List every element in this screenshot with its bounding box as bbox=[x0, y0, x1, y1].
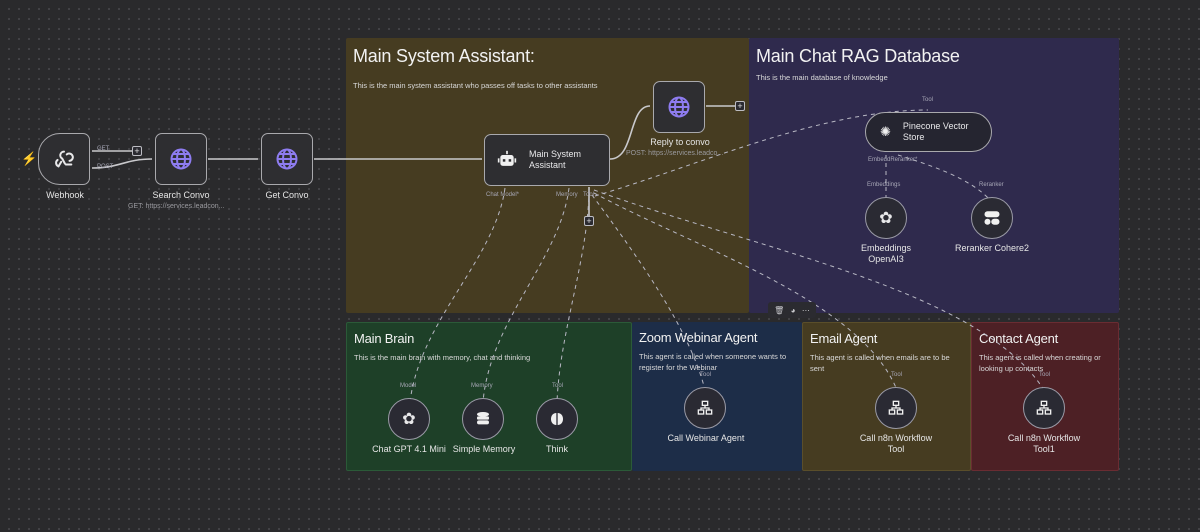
port-tool-label: Tool bbox=[891, 372, 903, 378]
openai-icon: ✿ bbox=[879, 210, 893, 227]
node-reply-subtitle: POST: https://services.leadco... bbox=[626, 150, 724, 157]
node-search-convo-label: Search Convo bbox=[152, 190, 210, 200]
globe-icon bbox=[276, 148, 298, 170]
port-embeddings-label: Embeddings bbox=[867, 182, 901, 188]
node-n8n-tool1-label: Call n8n Workflow Tool1 bbox=[994, 433, 1094, 455]
sticky-title: Main System Assistant: bbox=[353, 46, 535, 66]
port-tool-label: Tool bbox=[1039, 372, 1051, 378]
node-webhook[interactable] bbox=[38, 133, 90, 185]
node-main-system-assistant[interactable]: Main System Assistant bbox=[484, 134, 610, 186]
sticky-description: This is the main database of knowledge bbox=[756, 73, 888, 82]
delete-icon[interactable]: 🗑 bbox=[774, 305, 785, 315]
node-get-convo-label: Get Convo bbox=[265, 190, 309, 200]
trigger-bolt-icon: ⚡ bbox=[21, 151, 38, 166]
node-pinecone-label-2: Store bbox=[902, 132, 925, 142]
sticky-description: This is the main brain with memory, chat… bbox=[354, 353, 531, 362]
add-node-button[interactable]: + bbox=[735, 101, 745, 111]
node-call-webinar-agent[interactable] bbox=[684, 387, 726, 429]
sticky-toolbar: 🗑 ◕ ⋯ bbox=[768, 302, 816, 318]
cohere-icon bbox=[984, 211, 1000, 225]
port-tool-label: Tool bbox=[552, 383, 564, 389]
node-reply-label: Reply to convo bbox=[650, 137, 710, 147]
node-embeddings-openai[interactable]: ✿ bbox=[865, 197, 907, 239]
globe-icon bbox=[668, 96, 690, 118]
node-pinecone-label-1: Pinecone Vector bbox=[902, 121, 969, 131]
node-main-assistant-label-1: Main System bbox=[529, 149, 582, 159]
sticky-title: Email Agent bbox=[810, 331, 878, 346]
robot-icon bbox=[497, 150, 517, 166]
openai-icon: ✿ bbox=[402, 411, 416, 428]
webhook-icon bbox=[55, 150, 74, 168]
node-webhook-label: Webhook bbox=[46, 190, 84, 200]
node-get-convo[interactable] bbox=[261, 133, 313, 185]
node-memory-label: Simple Memory bbox=[452, 444, 516, 454]
node-reranker-label: Reranker Cohere2 bbox=[954, 243, 1030, 253]
node-search-convo-subtitle: GET: https://services.leadcon... bbox=[128, 203, 225, 210]
node-embeddings-label: Embeddings OpenAI3 bbox=[846, 243, 926, 265]
sticky-description: This agent is called when someone wants … bbox=[639, 352, 787, 372]
node-think-label: Think bbox=[545, 444, 568, 454]
label-line: Tool bbox=[887, 444, 905, 454]
node-search-convo[interactable] bbox=[155, 133, 207, 185]
port-memory-label: Memory bbox=[556, 192, 578, 198]
port-post-label: POST bbox=[97, 164, 114, 170]
node-chatgpt[interactable]: ✿ bbox=[388, 398, 430, 440]
node-main-assistant-label-2: Assistant bbox=[529, 160, 566, 170]
label-line: Embeddings bbox=[860, 243, 912, 253]
workflow-icon bbox=[888, 400, 904, 415]
node-reply-to-convo[interactable] bbox=[653, 81, 705, 133]
more-options-icon[interactable]: ⋯ bbox=[801, 305, 810, 315]
node-call-n8n-workflow-tool1[interactable] bbox=[1023, 387, 1065, 429]
label-line: Tool1 bbox=[1033, 444, 1055, 454]
node-pinecone-vector-store[interactable]: ✺ Pinecone Vector Store bbox=[865, 112, 992, 152]
port-model-label: Model bbox=[400, 383, 417, 389]
database-icon bbox=[477, 412, 489, 425]
port-reranker-label: Reranker bbox=[979, 182, 1004, 188]
port-get-label: GET bbox=[97, 146, 110, 152]
port-memory-label: Memory bbox=[471, 383, 493, 389]
port-embed-reranker-label: EmbeddReranker* bbox=[868, 157, 918, 163]
workflow-icon bbox=[1036, 400, 1052, 415]
node-simple-memory[interactable] bbox=[462, 398, 504, 440]
node-chatgpt-label: Chat GPT 4.1 Mini bbox=[372, 444, 446, 454]
globe-icon bbox=[170, 148, 192, 170]
node-reranker-cohere[interactable] bbox=[971, 197, 1013, 239]
pinecone-icon: ✺ bbox=[880, 124, 891, 139]
sticky-description: This is the main system assistant who pa… bbox=[353, 81, 598, 90]
port-chat-model-label: Chat Model* bbox=[486, 192, 520, 198]
sticky-title: Contact Agent bbox=[979, 331, 1059, 346]
node-think[interactable] bbox=[536, 398, 578, 440]
sticky-title: Main Brain bbox=[354, 331, 415, 346]
sticky-title: Main Chat RAG Database bbox=[756, 46, 960, 66]
node-webinar-label: Call Webinar Agent bbox=[667, 433, 745, 443]
add-tool-button[interactable]: + bbox=[584, 216, 594, 226]
brain-icon bbox=[551, 413, 563, 425]
sticky-description: This agent is called when creating or lo… bbox=[979, 353, 1101, 373]
color-palette-icon[interactable]: ◕ bbox=[790, 305, 796, 315]
add-node-button[interactable]: + bbox=[132, 146, 142, 156]
port-tool-label: Tool bbox=[922, 97, 934, 103]
node-n8n-tool-label: Call n8n Workflow Tool bbox=[846, 433, 946, 455]
label-line: OpenAI3 bbox=[868, 254, 904, 264]
node-call-n8n-workflow-tool[interactable] bbox=[875, 387, 917, 429]
port-tool-label: Tool bbox=[700, 372, 712, 378]
label-line: Call n8n Workflow bbox=[859, 433, 933, 443]
sticky-description: This agent is called when emails are to … bbox=[810, 353, 950, 373]
workflow-icon bbox=[697, 400, 713, 415]
sticky-title: Zoom Webinar Agent bbox=[639, 330, 758, 345]
sticky-main-chat-rag-database[interactable]: Main Chat RAG Database This is the main … bbox=[749, 38, 1119, 313]
port-tool-label: Tool bbox=[583, 192, 595, 198]
label-line: Call n8n Workflow bbox=[1007, 433, 1081, 443]
